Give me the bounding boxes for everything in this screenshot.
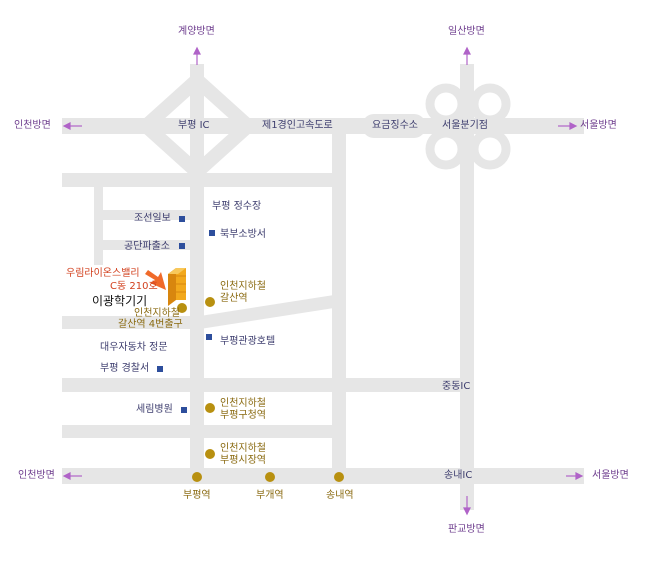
label-bupyeonggu-2: 부평구청역 — [220, 410, 266, 421]
direction-seoul-upper: 서울방면 — [580, 120, 617, 131]
destination-building-icon — [168, 268, 186, 306]
direction-incheon-upper: 인천방면 — [14, 120, 51, 131]
label-bupyeong-ic: 부평 IC — [178, 120, 210, 131]
road-v-3 — [460, 64, 474, 484]
destination-company: 이광학기기 — [92, 294, 148, 308]
road-h-4 — [62, 468, 584, 484]
tollgate-shape — [362, 114, 426, 138]
station-dot-galsan-exit — [177, 303, 187, 313]
station-dot-market — [205, 449, 215, 459]
label-expressway: 제1경인고속도로 — [262, 120, 333, 131]
arrow-north-gyeyang — [193, 46, 201, 65]
road-diagonal — [200, 295, 334, 329]
arrow-west-upper — [62, 122, 82, 130]
label-jungdong-ic: 중동IC — [442, 381, 471, 392]
label-bupyeong-hotel: 부평관광호텔 — [220, 336, 276, 347]
label-gongdan-police-box: 공단파출소 — [124, 241, 170, 252]
station-dot-bupyeong — [192, 472, 202, 482]
road-h-3 — [62, 378, 460, 392]
road-h-6 — [62, 316, 202, 329]
marker-gongdan-police-box — [179, 243, 185, 249]
label-bupyeong-water: 부평 정수장 — [212, 201, 262, 212]
direction-gyeyang: 계양방면 — [178, 26, 215, 37]
destination-name: 우림라이온스밸리 — [66, 268, 140, 279]
arrow-south-pangyo — [463, 496, 471, 516]
station-dot-songnae — [334, 472, 344, 482]
destination-unit: C동 210호 — [110, 281, 158, 292]
arrow-east-lower — [566, 472, 584, 480]
label-chosun-ilbo: 조선일보 — [134, 213, 171, 224]
label-tollgate: 요금징수소 — [372, 120, 418, 131]
station-dot-galsan — [205, 297, 215, 307]
label-bukbu-fire: 북부소방서 — [220, 229, 266, 240]
label-bupyeonggu-1: 인천지하철 — [220, 398, 266, 409]
road-v-left — [94, 185, 103, 265]
label-songnae-ic: 송내IC — [444, 470, 473, 481]
label-galsan-2: 갈산역 — [220, 293, 248, 304]
seoul-junction-cloverleaf — [425, 83, 511, 170]
arrow-north-ilsan — [463, 46, 471, 65]
marker-chosun-ilbo — [179, 216, 185, 222]
label-galsan-exit-2: 갈산역 4번출구 — [118, 319, 183, 330]
label-serim-hospital: 세림병원 — [136, 404, 173, 415]
label-market-1: 인천지하철 — [220, 443, 266, 454]
direction-ilsan: 일산방면 — [448, 26, 485, 37]
road-v-2 — [332, 126, 346, 484]
label-songnae-station: 송내역 — [326, 490, 354, 501]
arrow-east-upper — [558, 122, 578, 130]
road-h-short-1 — [96, 210, 192, 220]
marker-bupyeong-hotel — [206, 334, 212, 340]
road-h-short-2 — [96, 240, 192, 250]
label-bugae-station: 부개역 — [256, 490, 284, 501]
pointer-arrow-icon — [145, 270, 166, 290]
direction-pangyo: 판교방면 — [448, 524, 485, 535]
station-dot-bugae — [265, 472, 275, 482]
label-galsan-exit-1: 인천지하철 — [134, 308, 180, 319]
label-bupyeong-station: 부평역 — [183, 490, 211, 501]
label-bupyeong-police: 부평 경찰서 — [100, 363, 150, 374]
marker-bukbu-fire — [209, 230, 215, 236]
label-seoul-junction: 서울분기점 — [442, 120, 488, 131]
arrow-west-lower — [62, 472, 82, 480]
label-daewoo-gate: 대우자동차 정문 — [100, 342, 168, 353]
bupyeong-ic-diamond — [135, 70, 259, 182]
station-dot-bupyeonggu — [205, 403, 215, 413]
marker-bupyeong-police — [157, 366, 163, 372]
label-market-2: 부평시장역 — [220, 455, 266, 466]
label-galsan-1: 인천지하철 — [220, 281, 266, 292]
direction-seoul-lower: 서울방면 — [592, 470, 629, 481]
direction-incheon-lower: 인천방면 — [18, 470, 55, 481]
marker-serim-hospital — [181, 407, 187, 413]
